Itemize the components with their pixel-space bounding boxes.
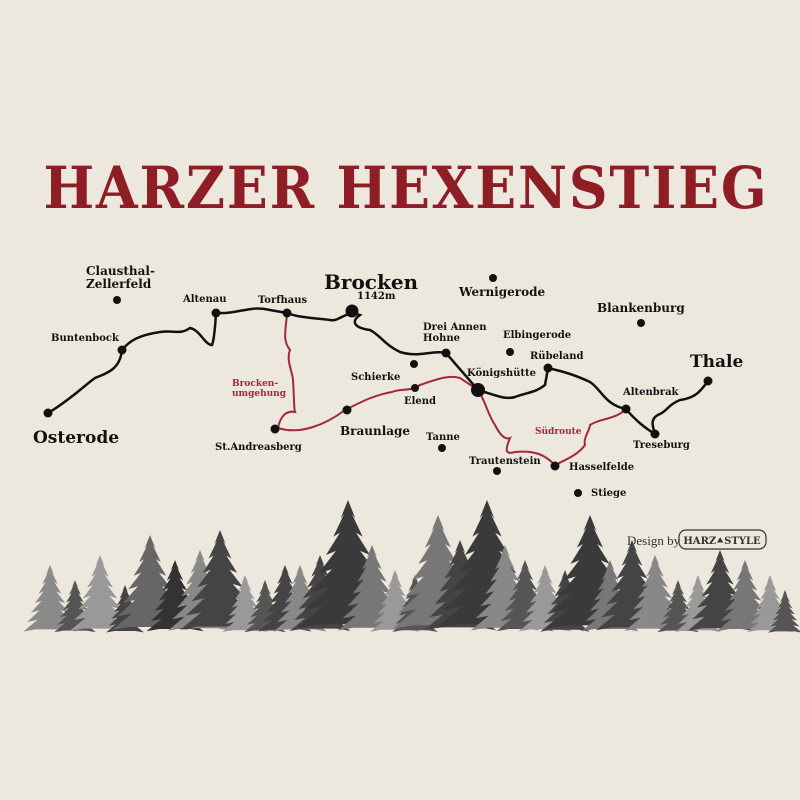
brand-badge — [678, 529, 767, 550]
label-hohne: Hohne — [423, 333, 460, 344]
label-brockenumgehung-1: Brocken- — [232, 379, 278, 389]
label-brocken-elevation: 1142m — [357, 291, 396, 302]
label-zellerfeld: Zellerfeld — [86, 277, 152, 291]
tree-icon — [767, 590, 800, 633]
label-ruebeland: Rübeland — [530, 351, 583, 362]
marker-wernigerode — [489, 274, 497, 282]
credit-prefix: Design by — [627, 533, 681, 548]
marker-koenigshuette — [471, 383, 485, 397]
route-suedroute — [477, 389, 627, 467]
marker-clausthal — [113, 296, 121, 304]
marker-drei-annen-hohne — [441, 348, 451, 358]
label-elend: Elend — [404, 396, 436, 407]
label-altenau: Altenau — [182, 294, 227, 305]
label-buntenbock: Buntenbock — [51, 333, 120, 344]
marker-trautenstein — [493, 467, 501, 475]
label-thale: Thale — [690, 352, 743, 372]
forest-silhouette — [23, 500, 800, 633]
marker-elend — [411, 384, 419, 392]
label-st-andreasberg: St.Andreasberg — [215, 442, 302, 453]
brand-logo: HARZ⯅STYLE — [683, 536, 761, 547]
marker-schierke — [410, 360, 418, 368]
label-clausthal: Clausthal- — [86, 264, 155, 278]
place-markers — [43, 274, 713, 497]
route-main — [47, 307, 710, 437]
label-braunlage: Braunlage — [340, 424, 410, 438]
label-drei-annen: Drei Annen — [423, 322, 487, 333]
label-treseburg: Treseburg — [633, 440, 690, 451]
marker-buntenbock — [117, 345, 127, 355]
marker-stiege — [574, 489, 582, 497]
label-schierke: Schierke — [351, 372, 400, 383]
label-trautenstein: Trautenstein — [469, 456, 541, 467]
marker-braunlage — [342, 405, 352, 415]
label-elbingerode: Elbingerode — [503, 330, 571, 341]
label-wernigerode: Wernigerode — [458, 285, 545, 299]
label-brocken: Brocken — [324, 270, 419, 294]
marker-blankenburg — [637, 319, 645, 327]
marker-elbingerode — [506, 348, 514, 356]
label-osterode: Osterode — [33, 428, 119, 448]
marker-torfhaus — [282, 308, 292, 318]
marker-st-andreasberg — [270, 424, 280, 434]
label-suedroute: Südroute — [535, 426, 582, 437]
label-altenbrak: Altenbrak — [622, 387, 680, 398]
map-title: HARZER HEXENSTIEG — [44, 154, 769, 222]
label-hasselfelde: Hasselfelde — [569, 462, 634, 473]
label-koenigshuette: Königshütte — [467, 368, 536, 379]
label-blankenburg: Blankenburg — [597, 301, 685, 315]
label-torfhaus: Torfhaus — [258, 295, 308, 306]
marker-osterode — [43, 408, 53, 418]
marker-altenbrak — [621, 404, 631, 414]
marker-ruebeland — [543, 363, 553, 373]
tree-icon — [69, 555, 131, 631]
marker-brocken — [345, 304, 359, 318]
label-brockenumgehung-2: umgehung — [232, 389, 287, 399]
marker-altenau — [211, 308, 221, 318]
marker-treseburg — [650, 429, 660, 439]
label-stiege: Stiege — [591, 488, 626, 499]
label-tanne: Tanne — [426, 432, 460, 443]
marker-hasselfelde — [550, 461, 560, 471]
marker-tanne — [438, 444, 446, 452]
marker-thale — [703, 376, 713, 386]
